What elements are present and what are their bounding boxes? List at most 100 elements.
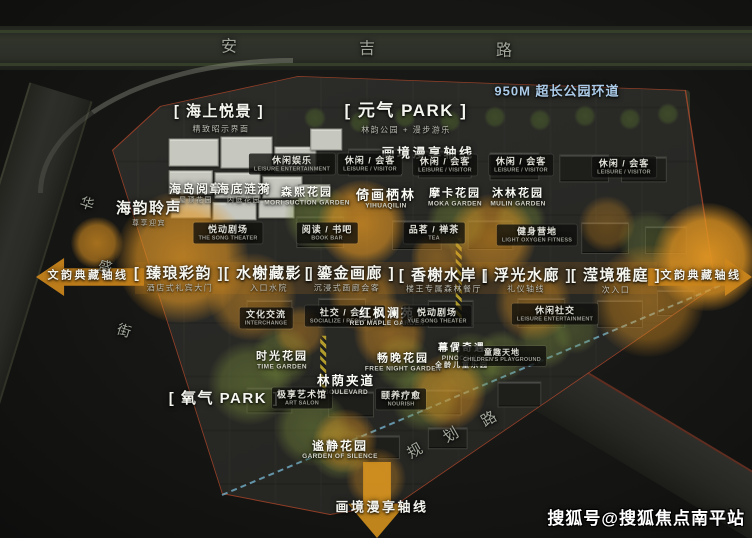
label-text: 文韵典藏轴线 [47, 269, 129, 282]
label-en: LEISURE / VISITOR [343, 166, 397, 173]
label-feature-haidi: 海底涟漪 [217, 182, 271, 196]
label-band-liujin: [ 鎏金画廊 ] [305, 265, 395, 283]
sohu-watermark: 搜狐号@搜狐焦点南平站 [547, 509, 745, 528]
label-sub-haidi: 内庭花园 [227, 197, 261, 205]
label-en: LEISURE / VISITOR [494, 167, 548, 174]
label-band-liujin-sub: 沉浸式画廊会客 [314, 283, 381, 292]
label-text: 内庭花园 [227, 196, 261, 204]
label-band-fuguang: [ 浮光水廊 ] [482, 267, 572, 285]
label-sub-haiyun: 尊享迎宾 [132, 220, 166, 228]
label-text: 休闲 / 会客 [495, 156, 547, 167]
label-en: MULIN GARDEN [490, 200, 546, 208]
label-text: 精致昭示界面 [192, 124, 250, 134]
label-text: 沉浸式画廊会客 [313, 283, 381, 293]
label-band-shuixie: [ 水榭藏影 ] [224, 265, 314, 283]
label-en: CHILDREN'S PLAYGROUND [463, 357, 541, 364]
label-en: ART SALON [285, 400, 319, 407]
label-en: RED MAPLE GARDEN [349, 320, 425, 328]
label-en: NOURISH [387, 401, 415, 408]
label-sec-yuanqi: [ 元气 PARK ] [345, 101, 468, 121]
label-text: 休闲娱乐 [271, 155, 312, 166]
label-callout-950m: 950M 超长公园环道 [494, 83, 619, 98]
label-text: 颐养疗愈 [380, 390, 422, 401]
label-text: 尊享迎宾 [132, 219, 166, 227]
label-text: 健身营地 [516, 226, 557, 237]
label-en: YUE SONG THEATER [407, 318, 467, 325]
label-text: 阅读 / 书吧 [301, 224, 353, 235]
building-dark-14 [597, 299, 643, 328]
label-text: 林韵公园 + 漫步游乐 [361, 125, 451, 135]
label-text: 吉 [358, 40, 378, 58]
label-text: 休闲社交 [534, 305, 575, 316]
label-road-anji-1: 安 [221, 39, 239, 58]
label-text: [ 水榭藏影 ] [223, 265, 315, 283]
label-text: 文韵典藏轴线 [660, 269, 742, 282]
label-text: 红枫澜苑 [358, 306, 415, 321]
label-text: 沐林花园 [491, 187, 544, 200]
label-text: 极享艺术馆 [276, 389, 328, 400]
label-road-huasheng-1: 华 [78, 194, 98, 215]
label-text: 入口水院 [250, 283, 288, 293]
label-en: BOOK BAR [311, 235, 343, 242]
label-text: 悦动剧场 [207, 224, 248, 235]
label-text: 悦动剧场 [416, 307, 458, 318]
building-dark-9 [644, 226, 687, 255]
label-en: LEISURE / VISITOR [418, 167, 472, 174]
label-text: 倚画栖林 [355, 187, 417, 203]
label-text: 楼王专属森林餐厅 [406, 284, 482, 294]
label-en: LEISURE / VISITOR [597, 169, 651, 176]
hatch-boundary-1 [320, 335, 327, 394]
label-text: 休闲 / 会客 [344, 155, 396, 166]
label-text: 文化交流 [245, 309, 287, 320]
label-band-xiangxie: [ 香榭水岸 ] [399, 267, 489, 285]
label-text: 时光花园 [256, 350, 308, 363]
label-text: 森熙花园 [280, 186, 333, 199]
building-dark-19 [497, 381, 542, 408]
label-road-anji-3: 路 [496, 43, 514, 62]
label-en: INTERCHANGE [244, 320, 288, 327]
label-en: GARDEN OF SILENCE [302, 453, 378, 461]
label-en: SOCIALIZE / RECEPTION [309, 318, 381, 325]
building-light-3 [310, 128, 343, 151]
label-text: [ 浮光水廊 ] [481, 267, 573, 285]
label-text: 社交 / 会客 [319, 307, 371, 318]
label-axis-left: 文韵典藏轴线 [48, 270, 129, 283]
label-en: MOKA GARDEN [428, 200, 482, 208]
label-text: 画境漫享轴线 [335, 499, 429, 515]
label-text: 童趣天地 [483, 348, 520, 358]
label-en: YIHUAQILIN [365, 202, 407, 210]
label-text: 畅晚花园 [376, 352, 429, 365]
label-sub-haishang: 精致昭示界面 [193, 124, 250, 133]
label-text: [ 滢境雅庭 ] [570, 267, 662, 285]
label-text: 海岛阅章 [168, 181, 224, 196]
label-text: 休闲 / 会客 [419, 156, 471, 167]
axis-band [135, 262, 657, 294]
label-en: LIGHT OXYGEN FITNESS [501, 237, 573, 244]
label-band-xiangxie-sub: 楼王专属森林餐厅 [406, 284, 482, 293]
label-text: 950M 超长公园环道 [494, 83, 620, 99]
label-text: 屋顶花园 [179, 196, 213, 204]
label-sub2: 全龄儿童乐园 [435, 362, 489, 370]
label-en: TIME GARDEN [257, 363, 307, 371]
label-text: 路 [495, 42, 515, 60]
label-text: 摩卡花园 [429, 187, 481, 200]
label-axis-right: 文韵典藏轴线 [661, 270, 742, 283]
label-feature-haiyun: 海韵聆声 [116, 200, 182, 218]
